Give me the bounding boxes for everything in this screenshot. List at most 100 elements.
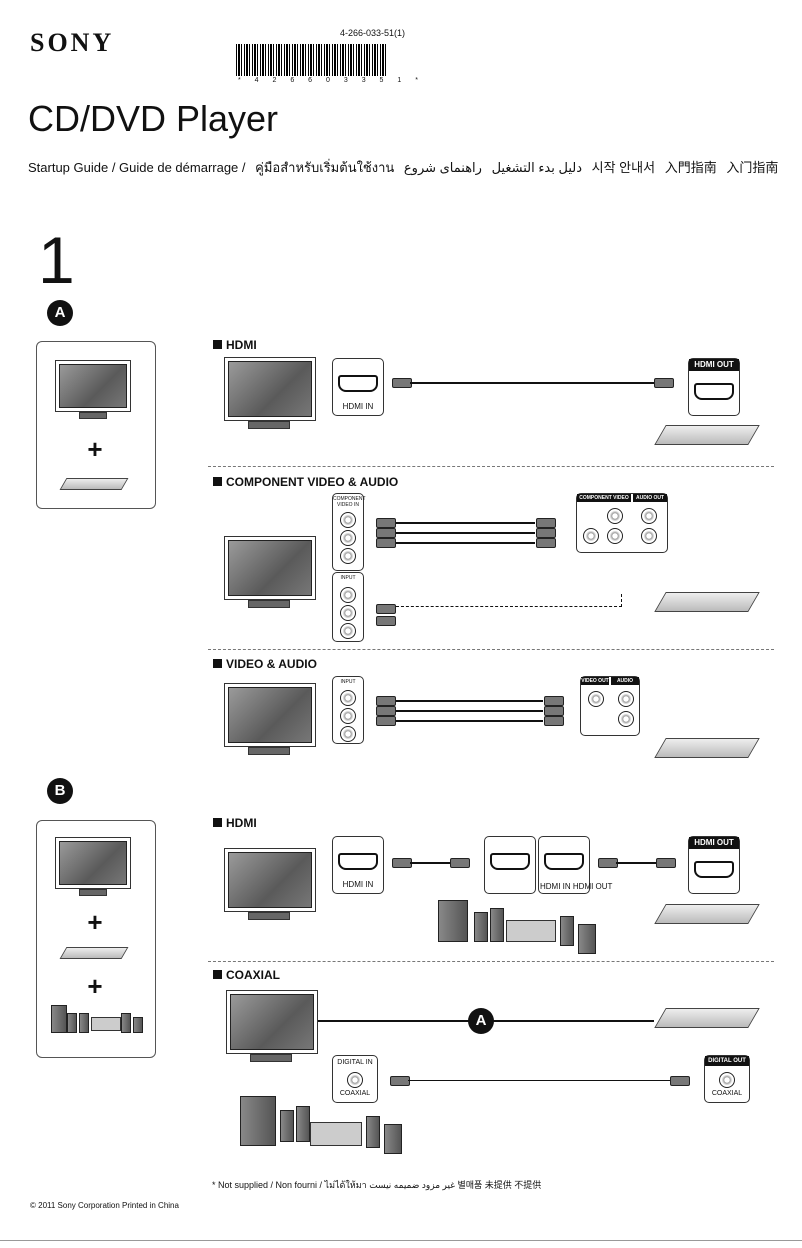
document-code: 4-266-033-51(1) xyxy=(340,28,406,38)
rca-plug-icon xyxy=(376,716,396,726)
divider xyxy=(208,961,774,962)
video-cable xyxy=(395,700,543,702)
hdmi-cable xyxy=(410,382,654,384)
subtitle-arabic: دليل بدء التشغيل xyxy=(491,160,583,175)
speaker-icon xyxy=(280,1110,294,1142)
player-icon xyxy=(654,425,760,445)
rca-plug-icon xyxy=(536,518,556,528)
speaker-icon xyxy=(51,1005,67,1033)
hdmi-port-icon xyxy=(694,861,734,878)
speaker-icon xyxy=(384,1124,402,1154)
tv-icon xyxy=(224,683,316,747)
hdmi-cable xyxy=(410,862,450,864)
step-number: 1 xyxy=(38,223,75,297)
hdmi-port-icon xyxy=(490,853,530,870)
component-cable xyxy=(395,532,535,534)
rca-plug-icon xyxy=(376,706,396,716)
digital-in-label: DIGITAL IN xyxy=(337,1059,373,1066)
jack-icon xyxy=(340,623,356,639)
rca-plug-icon xyxy=(376,696,396,706)
hdmi-in-label: HDMI IN xyxy=(342,880,374,889)
speaker-icon xyxy=(474,912,488,942)
jack-icon xyxy=(340,512,356,528)
plus-icon: + xyxy=(87,907,103,937)
player-icon xyxy=(59,478,129,490)
hdmi-in-label: HDMI IN xyxy=(342,402,374,411)
jack-icon xyxy=(641,508,657,524)
jack-icon xyxy=(641,528,657,544)
audio-cable xyxy=(395,710,543,712)
speaker-icon xyxy=(79,1013,89,1033)
barcode-number: * 4 2 6 6 0 3 3 5 1 * xyxy=(238,77,424,84)
section-a-component-heading: COMPONENT VIDEO & AUDIO xyxy=(213,475,398,489)
tv-stand-icon xyxy=(79,889,107,896)
player-icon xyxy=(654,904,760,924)
speaker-icon xyxy=(366,1116,380,1148)
hdmi-plug-icon xyxy=(656,858,676,868)
audio-cable xyxy=(396,594,622,607)
subwoofer-icon xyxy=(240,1096,276,1146)
tv-icon xyxy=(226,990,318,1054)
tv-icon xyxy=(224,848,316,912)
rca-plug-icon xyxy=(376,518,396,528)
rca-plug-icon xyxy=(376,604,396,614)
tv-stand-icon xyxy=(248,600,290,608)
receiver-icon xyxy=(310,1122,362,1146)
section-a-badge: A xyxy=(47,300,73,326)
jack-icon xyxy=(340,605,356,621)
coaxial-label: COAXIAL xyxy=(711,1090,743,1097)
page-title: CD/DVD Player xyxy=(28,98,279,139)
rca-plug-icon xyxy=(376,528,396,538)
plus-icon: + xyxy=(87,971,103,1001)
subtitle-latin: Startup Guide / Guide de démarrage / xyxy=(28,160,246,175)
speaker-icon xyxy=(67,1013,77,1033)
rca-plug-icon xyxy=(536,538,556,548)
jack-icon xyxy=(340,548,356,564)
audio-cable xyxy=(395,720,543,722)
tv-icon xyxy=(55,837,131,889)
hdmi-out-callout: HDMI OUT xyxy=(688,836,740,894)
subtitle-simp-chinese: 入门指南 xyxy=(726,160,779,175)
tv-stand-icon xyxy=(79,412,107,419)
section-b-device-box: + + xyxy=(36,820,156,1058)
sony-logo: SONY xyxy=(30,28,115,57)
video-audio-out-callout: VIDEO OUT AUDIO OUT xyxy=(580,676,640,736)
hdmi-cable xyxy=(616,862,656,864)
player-icon xyxy=(654,592,760,612)
speaker-icon xyxy=(578,924,596,954)
player-icon xyxy=(59,947,129,959)
jack-icon xyxy=(588,691,604,707)
hdmi-out-callout: HDMI OUT xyxy=(688,358,740,416)
barcode xyxy=(236,44,388,76)
receiver-icon xyxy=(91,1017,121,1031)
coaxial-plug-icon xyxy=(670,1076,690,1086)
rca-plug-icon xyxy=(376,616,396,626)
copyright: © 2011 Sony Corporation Printed in China xyxy=(30,1201,179,1210)
tv-stand-icon xyxy=(248,912,290,920)
hdmi-plug-icon xyxy=(598,858,618,868)
section-b-coaxial-heading: COAXIAL xyxy=(213,968,280,982)
tv-stand-icon xyxy=(250,1054,292,1062)
input-callout: INPUT xyxy=(332,572,364,642)
rca-plug-icon xyxy=(544,716,564,726)
hdmi-port-icon xyxy=(694,383,734,400)
digital-out-callout: DIGITAL OUT COAXIAL xyxy=(704,1055,750,1103)
rca-plug-icon xyxy=(544,706,564,716)
component-out-label: COMPONENT VIDEO OUT xyxy=(577,494,631,509)
section-a-device-box: + xyxy=(36,341,156,509)
hdmi-port-icon xyxy=(338,853,378,870)
footnote: * Not supplied / Non fourni / ไม่ได้ให้ม… xyxy=(212,1180,542,1190)
hdmi-in-callout: HDMI IN xyxy=(332,836,384,894)
amp-hdmi-in-callout xyxy=(484,836,536,894)
section-a-hdmi-heading: HDMI xyxy=(213,338,257,352)
section-b-badge: B xyxy=(47,778,73,804)
tv-icon xyxy=(224,357,316,421)
subtitle-korean: 시작 안내서 xyxy=(591,160,656,175)
plus-icon: + xyxy=(87,434,103,464)
tv-stand-icon xyxy=(248,747,290,755)
coaxial-plug-icon xyxy=(390,1076,410,1086)
hdmi-out-label: HDMI OUT xyxy=(689,837,739,849)
input-label: INPUT xyxy=(340,679,356,685)
guide-subtitle: Startup Guide / Guide de démarrage / คู่… xyxy=(28,157,784,178)
hdmi-plug-icon xyxy=(392,858,412,868)
